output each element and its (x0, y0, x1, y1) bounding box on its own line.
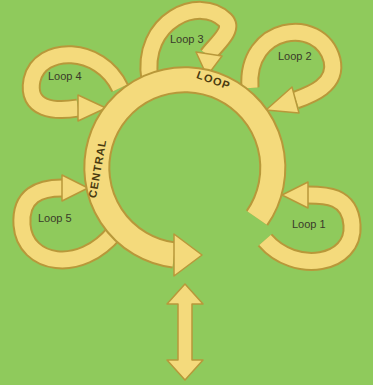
ring-shape (73, 56, 297, 280)
loop-label: Loop 1 (292, 218, 326, 231)
loop-label: Loop 3 (170, 33, 204, 46)
loop-label: Loop 5 (38, 212, 72, 225)
loop-label: Loop 4 (48, 70, 82, 83)
central-loop-band: CENTRALLOOP (73, 56, 297, 280)
loop-label: Loop 2 (278, 50, 312, 63)
